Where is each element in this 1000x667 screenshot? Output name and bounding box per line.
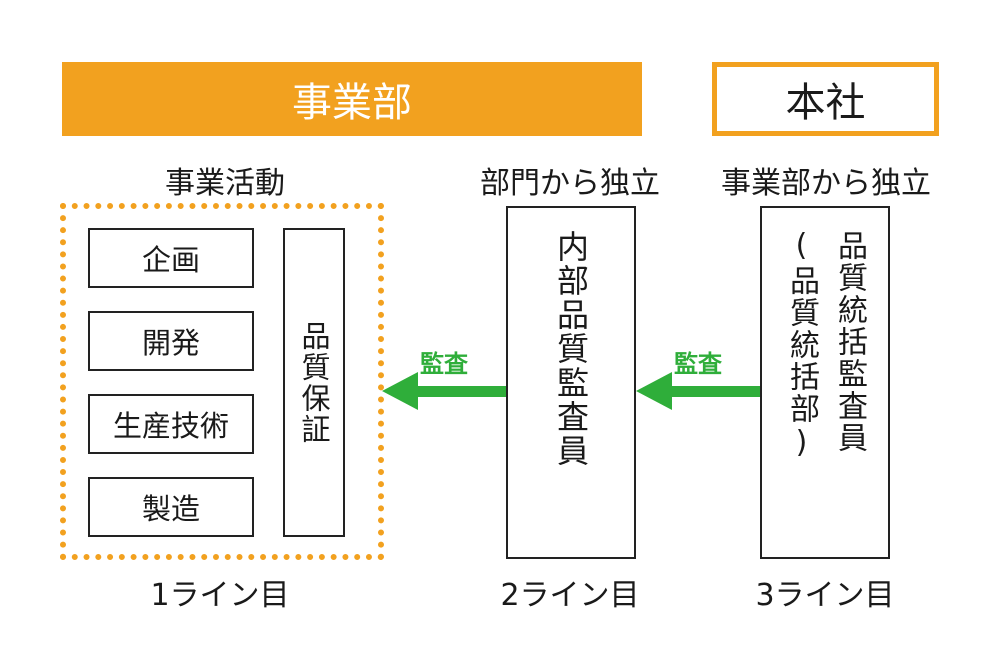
header-independent-from-division: 事業部から独立	[721, 166, 931, 201]
audit-label-right: 監査	[674, 350, 722, 378]
internal-quality-auditor-box: 内部品質監査員	[506, 206, 636, 559]
header-business-activities: 事業活動	[165, 166, 285, 201]
activity-label: 企画	[141, 243, 200, 277]
second-line-label: 2ライン目	[500, 578, 640, 613]
quality-assurance-box: 品質保証	[283, 228, 345, 537]
audit-arrow-right	[636, 372, 760, 410]
activity-production-engineering-box: 生産技術	[88, 394, 254, 454]
activity-planning-box: 企画	[88, 228, 254, 288]
hq-quality-auditor-box: 品質統括監査員 (品質統括部)	[760, 206, 890, 559]
audit-arrow-left	[382, 372, 506, 410]
first-line-label: 1ライン目	[150, 578, 290, 613]
activity-label: 生産技術	[112, 409, 229, 443]
audit-label-left: 監査	[420, 350, 468, 378]
activity-development-box: 開発	[88, 311, 254, 371]
activity-label: 製造	[141, 492, 200, 526]
first-line-container	[60, 203, 384, 560]
headquarters-bar: 本社	[712, 62, 939, 136]
headquarters-label: 本社	[785, 80, 866, 126]
hq-quality-auditor-label: 品質統括監査員	[832, 230, 867, 454]
internal-quality-auditor-label: 内部品質監査員	[552, 230, 590, 468]
activity-label: 開発	[141, 326, 200, 360]
business-division-label: 事業部	[292, 80, 412, 126]
third-line-label: 3ライン目	[755, 578, 895, 613]
business-division-bar: 事業部	[62, 62, 642, 136]
hq-quality-department-label: (品質統括部)	[784, 228, 819, 462]
activity-manufacturing-box: 製造	[88, 477, 254, 537]
quality-assurance-label: 品質保証	[297, 320, 331, 445]
header-independent-from-department: 部門から独立	[480, 166, 660, 201]
